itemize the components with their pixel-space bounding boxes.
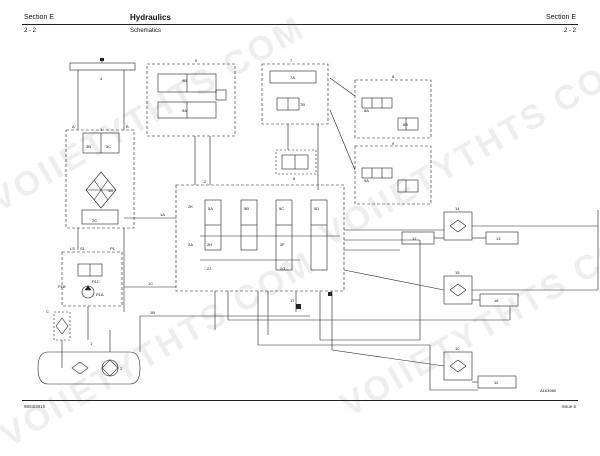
filter-c xyxy=(53,311,71,341)
label-ls: LS xyxy=(70,246,75,251)
label-1c: 1C xyxy=(148,281,153,286)
assembly-seven xyxy=(261,63,329,125)
assembly-eight xyxy=(354,79,432,139)
label-2h: 2H xyxy=(207,242,212,247)
label-6: 6 xyxy=(293,176,296,181)
footer-rule xyxy=(22,400,578,401)
hydraulic-tank xyxy=(37,351,141,385)
label-2j: 2J xyxy=(207,266,211,271)
header-rule xyxy=(22,24,578,25)
cylinder-thirteen xyxy=(485,231,519,245)
valve-fourteen xyxy=(443,211,473,241)
hydraulic-schematic: 4 A B 3 3B 3C 3A 2C LS S1 P1 P1C P1B P1A… xyxy=(37,58,599,393)
label-9a: 9A xyxy=(182,108,187,113)
page-number-right: 2 - 2 xyxy=(563,28,576,34)
label-7b: 7B xyxy=(300,102,305,107)
label-c: C xyxy=(46,309,49,314)
footer-doc-number: 9803/3010 xyxy=(24,404,46,409)
label-3a: 3A xyxy=(108,188,113,193)
footer-issue: Issue 6 xyxy=(561,404,576,409)
label-p1c: P1C xyxy=(92,279,100,284)
label-s1: S1 xyxy=(80,246,86,251)
drawing-reference: A163980 xyxy=(540,388,557,393)
section-label-left: Section E xyxy=(24,14,54,21)
label-1a: 1A xyxy=(160,212,165,217)
valve-block-three xyxy=(65,129,135,229)
label-1b: 1B xyxy=(150,310,155,315)
page-title: Hydraulics xyxy=(130,13,171,22)
label-5c: 5C xyxy=(279,206,284,211)
page-subtitle: Schematics xyxy=(130,28,162,34)
label-8: 8 xyxy=(392,74,395,79)
label-14: 14 xyxy=(455,206,460,211)
label-a: A xyxy=(72,124,75,129)
label-4: 4 xyxy=(100,76,103,81)
label-9b: 9B xyxy=(182,78,187,83)
label-17: 17 xyxy=(290,298,295,303)
label-10: 10 xyxy=(455,346,460,351)
label-2-bank: 2 xyxy=(204,179,207,184)
label-7a: 7A xyxy=(290,75,295,80)
label-p1a: P1A xyxy=(96,292,104,297)
label-p1: P1 xyxy=(110,246,116,251)
label-5a: 5A xyxy=(208,206,213,211)
pump-group-p1 xyxy=(61,251,123,307)
cylinder-twelve xyxy=(401,231,435,245)
label-p1b: P1B xyxy=(58,284,66,289)
label-2c: 2C xyxy=(92,218,97,223)
label-9-second: 9 xyxy=(392,141,395,146)
cylinder-four xyxy=(69,62,136,71)
label-3b: 3B xyxy=(86,144,91,149)
valve-ten xyxy=(443,351,473,381)
label-12: 12 xyxy=(412,236,417,241)
label-3c: 3C xyxy=(106,144,111,149)
label-11: 11 xyxy=(494,380,499,385)
label-16: 16 xyxy=(494,298,499,303)
label-5d: 5D xyxy=(314,206,319,211)
valve-bank-two xyxy=(175,184,345,292)
label-2f: 2F xyxy=(280,242,285,247)
label-8a: 8A xyxy=(364,108,369,113)
valve-fifteen xyxy=(443,275,473,305)
label-8b: 8B xyxy=(403,122,408,127)
page-number-left: 2 - 2 xyxy=(24,28,37,34)
label-2g: 2G xyxy=(280,266,285,271)
label-13: 13 xyxy=(496,236,501,241)
label-15: 15 xyxy=(455,270,460,275)
label-2k: 2K xyxy=(188,204,193,209)
label-9a-second: 9A xyxy=(364,178,369,183)
label-2: 2 xyxy=(120,366,123,371)
cylinder-six xyxy=(275,149,317,175)
label-5b: 5B xyxy=(244,206,249,211)
label-7: 7 xyxy=(290,58,293,63)
label-2a: 2A xyxy=(188,242,193,247)
label-9: 9 xyxy=(195,58,198,63)
label-3: 3 xyxy=(100,127,103,132)
cylinder-sixteen xyxy=(479,293,519,307)
section-label-right: Section E xyxy=(546,14,576,21)
assembly-nine-a xyxy=(354,145,432,205)
label-b: B xyxy=(126,124,129,129)
label-1: 1 xyxy=(90,341,93,346)
